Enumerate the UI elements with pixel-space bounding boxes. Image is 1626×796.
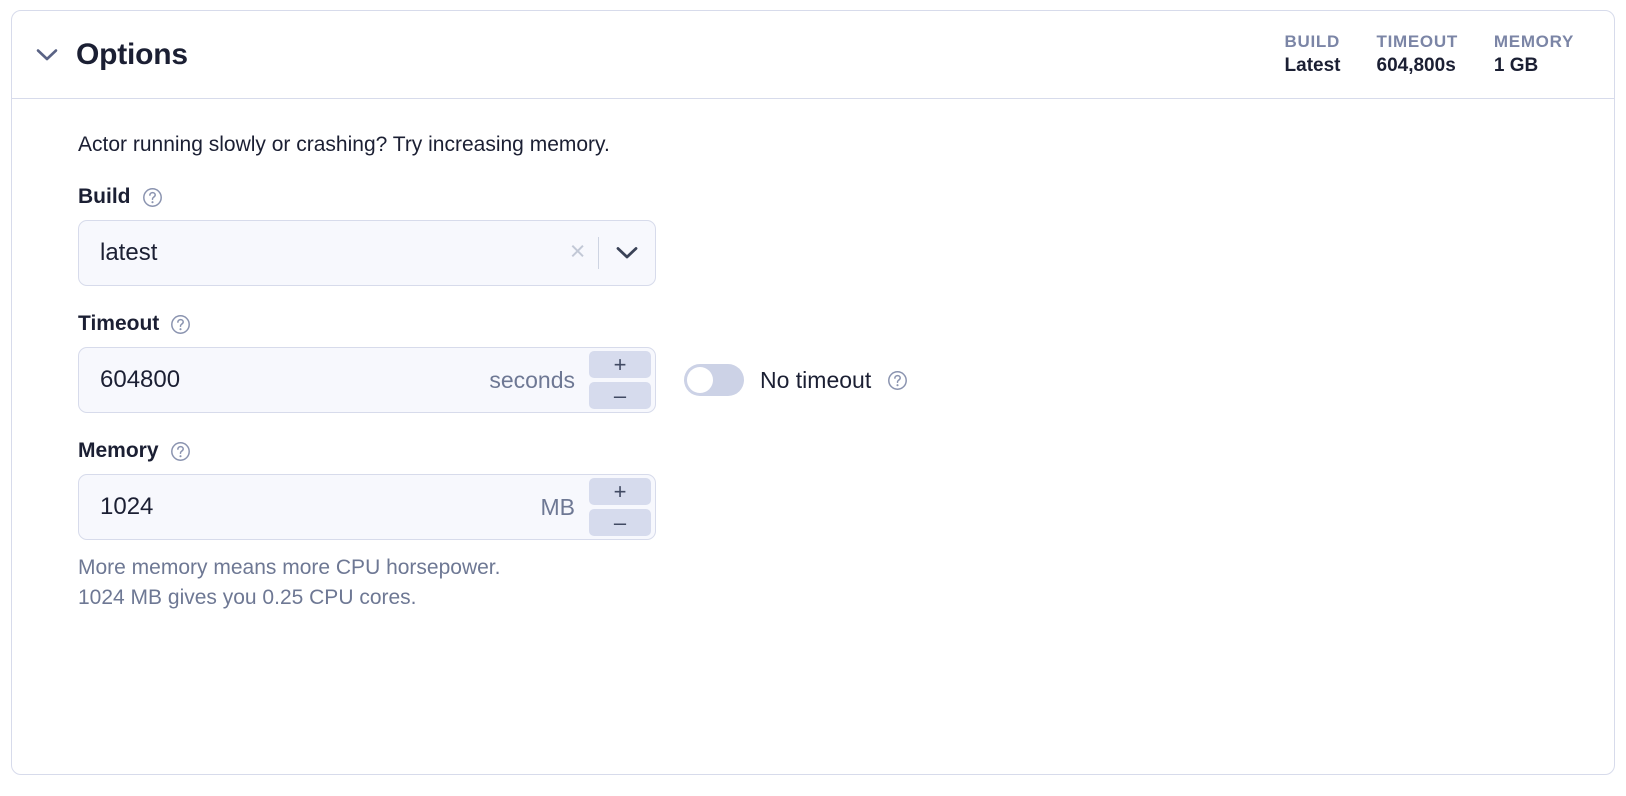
stat-memory-label: MEMORY <box>1493 32 1574 51</box>
timeout-decrement-button[interactable]: – <box>589 382 651 409</box>
options-card: Options BUILD Latest TIMEOUT 604,800s ME… <box>11 10 1615 775</box>
stat-build-label: BUILD <box>1284 32 1340 51</box>
chevron-down-icon[interactable] <box>34 42 60 68</box>
no-timeout-label: No timeout <box>760 366 872 393</box>
memory-decrement-button[interactable]: – <box>589 509 651 536</box>
page-title: Options <box>76 37 188 71</box>
memory-hint-line-1: More memory means more CPU horsepower. <box>78 556 501 579</box>
stat-build: BUILD Latest <box>1285 31 1341 78</box>
timeout-field-block: Timeout 604800 seconds + <box>78 312 1614 413</box>
timeout-input-value: 604800 <box>100 366 181 393</box>
memory-input-value: 1024 <box>100 493 154 520</box>
timeout-label-row: Timeout <box>78 312 1614 336</box>
close-icon[interactable]: × <box>569 236 586 266</box>
options-card-body: Actor running slowly or crashing? Try in… <box>12 99 1614 613</box>
intro-text: Actor running slowly or crashing? Try in… <box>78 133 610 156</box>
memory-field-block: Memory 1024 MB + – <box>78 439 1614 613</box>
options-card-header: Options BUILD Latest TIMEOUT 604,800s ME… <box>12 11 1614 99</box>
timeout-input[interactable]: 604800 seconds + – <box>78 347 656 413</box>
memory-hint-line-2: 1024 MB gives you 0.25 CPU cores. <box>78 585 417 609</box>
stat-timeout-value: 604,800s <box>1376 55 1456 77</box>
memory-label: Memory <box>78 439 159 462</box>
timeout-increment-button[interactable]: + <box>589 351 651 378</box>
chevron-down-icon[interactable] <box>599 246 655 260</box>
stat-memory: MEMORY 1 GB <box>1494 31 1574 78</box>
timeout-label: Timeout <box>78 312 160 335</box>
stat-timeout-label: TIMEOUT <box>1376 32 1458 51</box>
stat-timeout: TIMEOUT 604,800s <box>1377 31 1458 78</box>
memory-hint: More memory means more CPU horsepower. 1… <box>78 553 1614 613</box>
build-field-block: Build latest × <box>78 185 1614 286</box>
no-timeout-toggle-group: No timeout <box>684 364 908 396</box>
memory-stepper: + – <box>589 478 655 536</box>
help-circle-icon[interactable] <box>170 314 191 335</box>
help-circle-icon[interactable] <box>142 187 163 208</box>
timeout-row: 604800 seconds + – No timeout <box>78 347 1614 413</box>
build-select[interactable]: latest × <box>78 220 656 286</box>
stat-build-value: Latest <box>1284 55 1341 77</box>
no-timeout-switch[interactable] <box>684 364 744 396</box>
timeout-stepper: + – <box>589 351 655 409</box>
memory-input[interactable]: 1024 MB + – <box>78 474 656 540</box>
memory-unit-label: MB <box>540 493 576 520</box>
help-circle-icon[interactable] <box>170 441 191 462</box>
build-select-value: latest <box>100 239 158 266</box>
memory-label-row: Memory <box>78 439 1614 463</box>
select-divider <box>597 237 599 269</box>
header-stats: BUILD Latest TIMEOUT 604,800s MEMORY 1 G… <box>1285 31 1580 78</box>
memory-increment-button[interactable]: + <box>589 478 651 505</box>
build-label: Build <box>78 185 131 208</box>
help-circle-icon[interactable] <box>887 370 908 391</box>
switch-knob <box>687 367 713 393</box>
header-left-group: Options <box>34 38 188 72</box>
stat-memory-value: 1 GB <box>1493 55 1539 77</box>
build-label-row: Build <box>78 185 1614 209</box>
timeout-unit-label: seconds <box>489 366 575 393</box>
